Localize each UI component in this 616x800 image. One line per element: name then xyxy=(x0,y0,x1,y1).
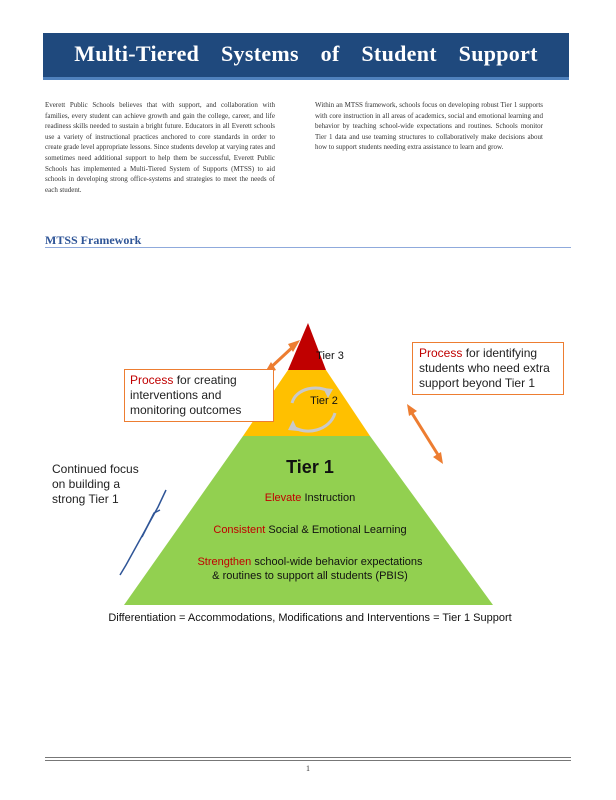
mtss-pyramid-diagram xyxy=(119,323,493,605)
arrowhead-right-bottom-icon xyxy=(433,452,443,464)
arrowhead-left-top-icon xyxy=(288,340,300,352)
arrowhead-right-top-icon xyxy=(407,404,417,416)
tier3-region xyxy=(288,323,326,370)
tier1-line-text: Instruction xyxy=(301,492,356,504)
tier1-line-accent: Consistent xyxy=(213,524,266,536)
tier1-line-consistent: Consistent Social & Emotional Learning xyxy=(140,523,480,537)
tier1-label: Tier 1 xyxy=(286,457,334,477)
cycle-arrowhead-bottom-icon xyxy=(288,420,298,431)
intro-paragraph-left: Everett Public Schools believes that wit… xyxy=(45,101,275,194)
page-title: Multi-Tiered Systems of Student Support xyxy=(74,41,538,66)
footer-rule-top xyxy=(45,757,571,758)
tier1-region xyxy=(124,436,493,605)
page-number: 1 xyxy=(306,764,310,773)
section-heading: MTSS Framework xyxy=(45,233,142,247)
tier1-line-text: school-wide behavior expectations xyxy=(251,556,423,568)
tier1-line-accent: Strengthen xyxy=(197,556,252,568)
tier2-region xyxy=(243,370,370,436)
tier1-line-text: Social & Emotional Learning xyxy=(265,524,407,536)
callout-accent: Process xyxy=(419,346,463,360)
cycle-arrowhead-top-icon xyxy=(323,388,333,398)
tier1-line-elevate: Elevate Instruction xyxy=(140,491,480,505)
intro-paragraph-right: Within an MTSS framework, schools focus … xyxy=(315,101,543,152)
title-banner: Multi-Tiered Systems of Student Support xyxy=(43,33,569,80)
differentiation-footnote: Differentiation = Accommodations, Modifi… xyxy=(108,612,512,624)
callout-accent: Process xyxy=(130,373,174,387)
callout-tier3-process: Process for identifying students who nee… xyxy=(412,342,564,395)
brace-point-icon xyxy=(141,509,161,538)
callout-text: for identifying students who need extra … xyxy=(419,346,550,390)
callout-tier2-process: Process for creating interventions and m… xyxy=(124,369,274,422)
callout-tier1-focus: Continued focus on building a strong Tie… xyxy=(52,462,139,506)
tier1-line-routines: & routines to support all students (PBIS… xyxy=(212,570,408,582)
double-arrow-right-icon xyxy=(408,409,442,459)
callout-text: for creating interventions and monitorin… xyxy=(130,373,242,417)
tier1-line-accent: Elevate xyxy=(264,492,302,504)
heading-rule xyxy=(45,247,571,248)
tier2-label: Tier 2 xyxy=(310,395,338,407)
tier1-line-strengthen: Strengthen school-wide behavior expectat… xyxy=(140,555,480,569)
footer-rule-bottom xyxy=(45,760,571,761)
tier3-label: Tier 3 xyxy=(316,350,344,362)
